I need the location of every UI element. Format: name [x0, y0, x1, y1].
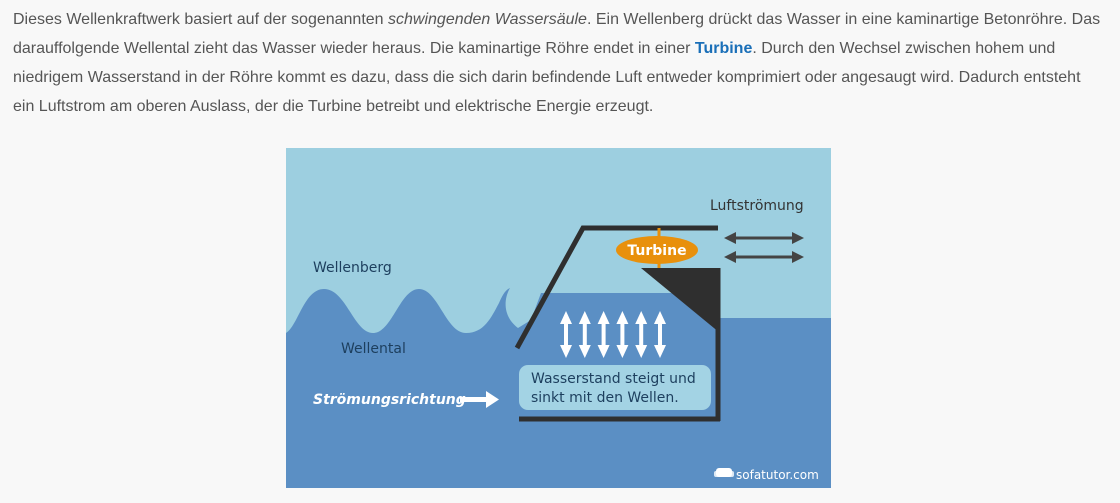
up-down-arrow-icon	[560, 311, 572, 358]
turbine-label: Turbine	[627, 243, 686, 259]
turbine-link[interactable]: Turbine	[694, 40, 753, 57]
airflow-arrows	[724, 232, 804, 263]
up-down-arrow-icon	[578, 311, 591, 358]
paragraph-line: darauffolgende Wellental zieht das Wasse…	[13, 34, 1118, 63]
text: . Ein Wellenberg drückt das Wasser in ei…	[586, 11, 1101, 28]
up-down-arrow-icon	[635, 311, 648, 358]
wellental-label: Wellental	[341, 341, 406, 357]
paragraph-line: niedrigem Wasserstand in der Röhre kommt…	[13, 69, 1081, 86]
info-box-line-1: Wasserstand steigt und	[531, 371, 696, 387]
chamber-wall	[514, 225, 718, 350]
paragraph-line: Dieses Wellenkraftwerk basiert auf der s…	[13, 5, 1118, 34]
article-paragraph: Dieses Wellenkraftwerk basiert auf der s…	[13, 5, 1118, 121]
up-down-arrow-icon	[654, 311, 666, 358]
flow-direction-arrow	[460, 391, 499, 408]
text: Dieses Wellenkraftwerk basiert auf der s…	[13, 11, 389, 28]
info-box-line-2: sinkt mit den Wellen.	[531, 390, 679, 406]
text: darauffolgende Wellental zieht das Wasse…	[13, 40, 695, 57]
wellenberg-label: Wellenberg	[313, 260, 392, 276]
text: . Durch den Wechsel zwischen hohem und	[752, 40, 1056, 57]
chamber-outlet-wedge	[641, 268, 720, 333]
watermark: sofatutor.com	[736, 468, 819, 482]
up-down-arrow-icon	[616, 311, 629, 358]
luftstroemung-label: Luftströmung	[710, 198, 804, 214]
wave-power-diagram: Turbine Luftströmung Wellenberg Wellenta…	[286, 148, 831, 488]
stroemungsrichtung-label: Strömungsrichtung	[313, 392, 466, 408]
water-level-arrows	[560, 311, 666, 358]
info-box	[519, 365, 711, 410]
up-down-arrow-icon	[597, 311, 610, 358]
turbine	[616, 236, 698, 264]
sofa-logo-icon	[714, 468, 734, 477]
emphasis-term: schwingenden Wassersäule	[388, 11, 587, 28]
paragraph-line: ein Luftstrom am oberen Auslass, der die…	[13, 98, 654, 115]
